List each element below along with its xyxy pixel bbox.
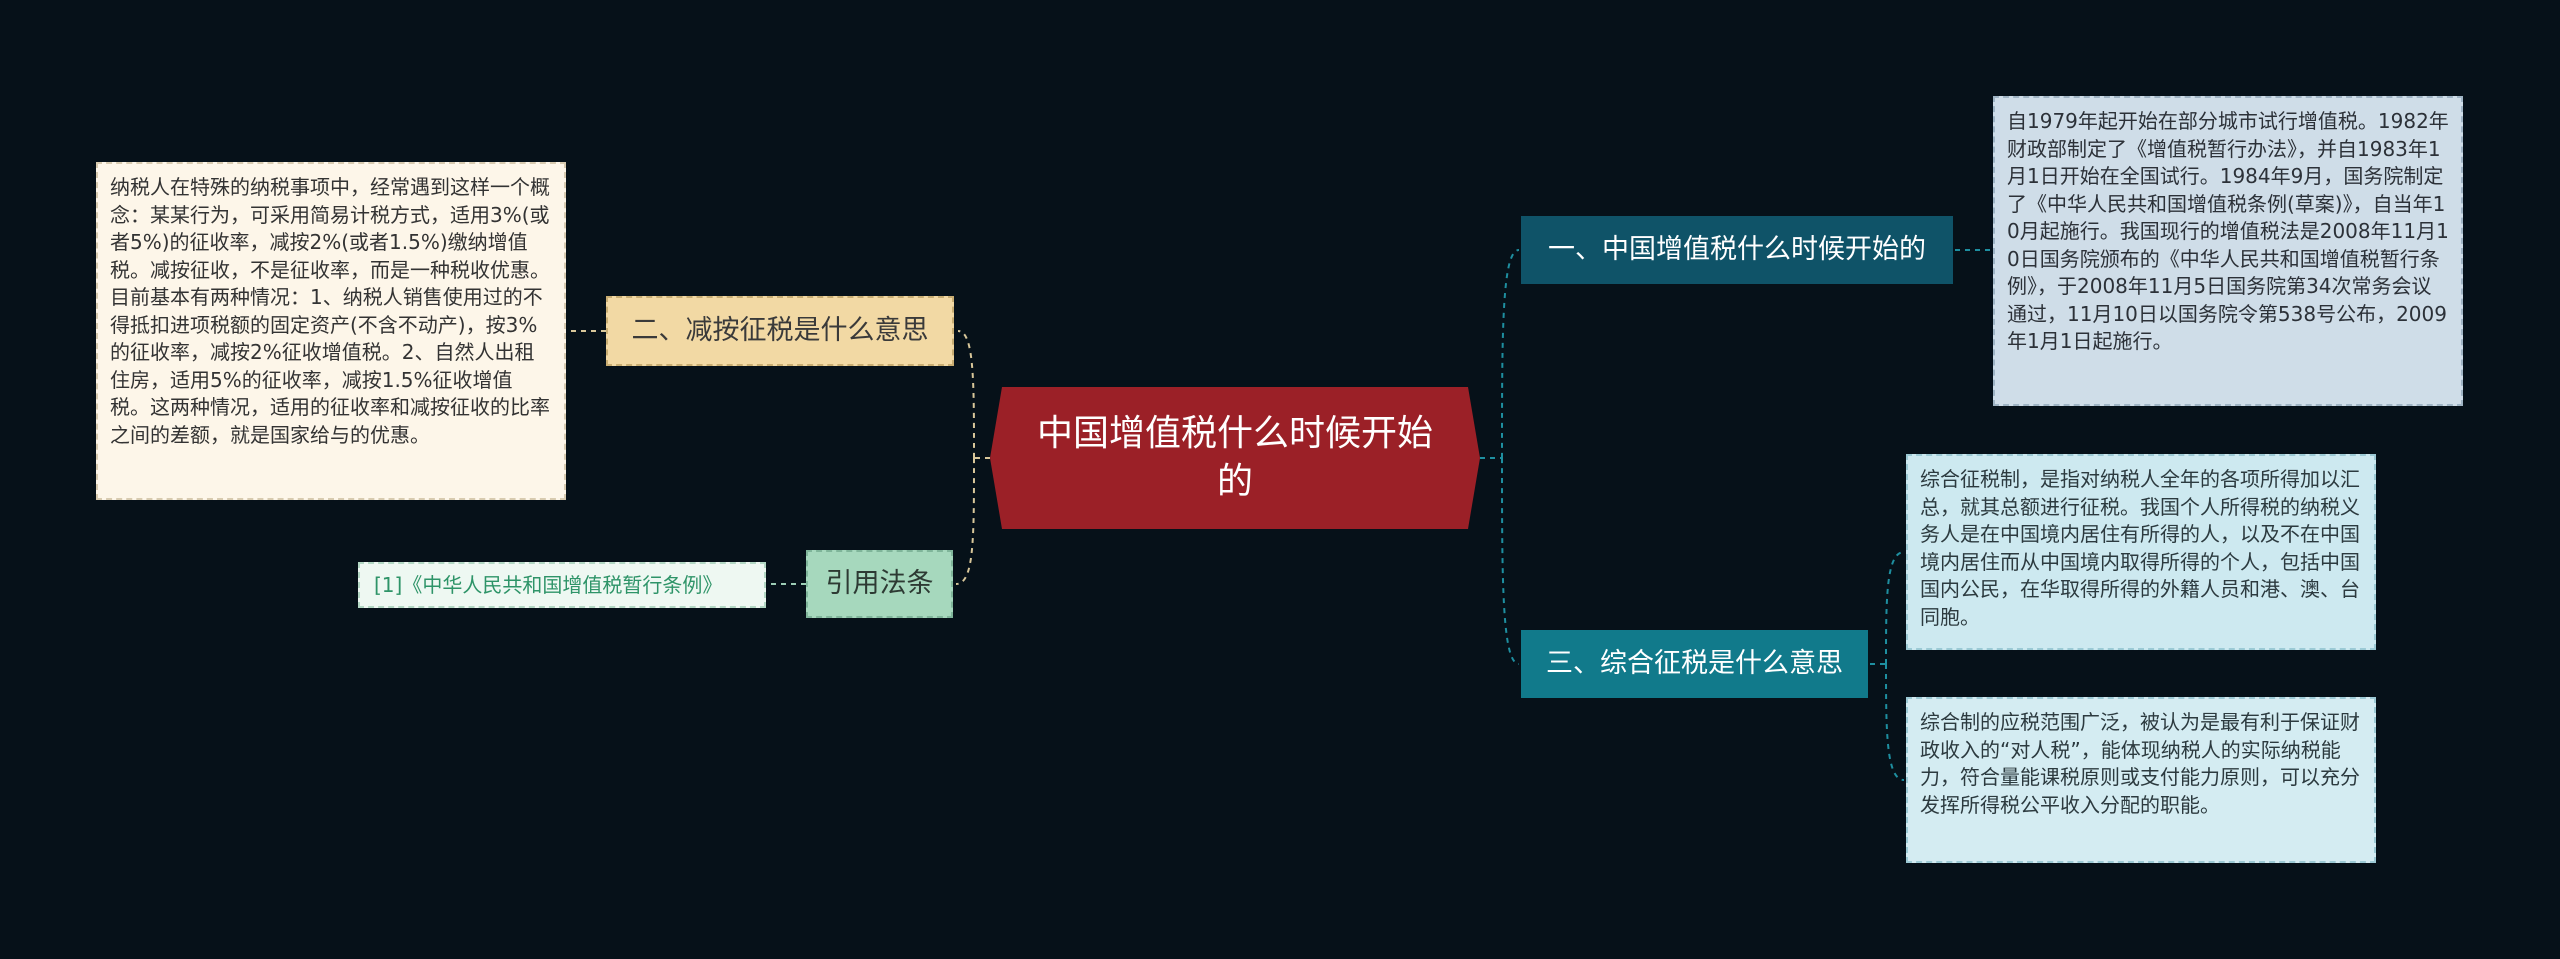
topic-label: 二、减按征税是什么意思: [631, 315, 929, 346]
link-center-to-topic-1: [1480, 249, 1520, 459]
topic-label: 一、中国增值税什么时候开始的: [1548, 234, 1926, 265]
link-center-to-ref: [955, 457, 975, 585]
detail-text: 纳税人在特殊的纳税事项中，经常遇到这样一个概念：某某行为，可采用简易计税方式，适…: [110, 175, 550, 447]
detail-text: 综合征税制，是指对纳税人全年的各项所得加以汇总，就其总额进行征税。我国个人所得税…: [1920, 467, 2360, 629]
topic-comprehensive-tax-meaning[interactable]: 三、综合征税是什么意思: [1521, 630, 1868, 698]
topic-cited-law[interactable]: 引用法条: [806, 550, 953, 618]
detail-text: 自1979年起开始在部分城市试行增值税。1982年财政部制定了《增值税暂行办法》…: [2007, 109, 2449, 353]
topic-when-vat-started[interactable]: 一、中国增值税什么时候开始的: [1521, 216, 1953, 284]
reference-text: [1]《中华人民共和国增值税暂行条例》: [374, 573, 723, 597]
detail-vat-history: 自1979年起开始在部分城市试行增值税。1982年财政部制定了《增值税暂行办法》…: [1993, 96, 2463, 406]
link-topic-3-to-detail-1: [1870, 551, 1905, 665]
detail-text: 综合制的应税范围广泛，被认为是最有利于保证财政收入的“对人税”，能体现纳税人的实…: [1920, 710, 2360, 817]
link-topic-3-to-detail-2: [1885, 663, 1905, 781]
link-center-to-topic-3: [1501, 457, 1520, 665]
detail-comprehensive-tax-definition: 综合征税制，是指对纳税人全年的各项所得加以汇总，就其总额进行征税。我国个人所得税…: [1906, 454, 2376, 650]
detail-comprehensive-tax-scope: 综合制的应税范围广泛，被认为是最有利于保证财政收入的“对人税”，能体现纳税人的实…: [1906, 697, 2376, 863]
topic-label: 引用法条: [825, 568, 934, 599]
central-topic[interactable]: 中国增值税什么时候开始的: [990, 387, 1480, 529]
reference-link[interactable]: [1]《中华人民共和国增值税暂行条例》: [358, 562, 766, 608]
topic-label: 三、综合征税是什么意思: [1546, 648, 1843, 679]
link-center-to-topic-2: [957, 330, 990, 459]
topic-reduced-rate-meaning[interactable]: 二、减按征税是什么意思: [606, 296, 954, 366]
detail-reduced-rate: 纳税人在特殊的纳税事项中，经常遇到这样一个概念：某某行为，可采用简易计税方式，适…: [96, 162, 566, 500]
central-topic-label: 中国增值税什么时候开始的: [1036, 413, 1433, 502]
